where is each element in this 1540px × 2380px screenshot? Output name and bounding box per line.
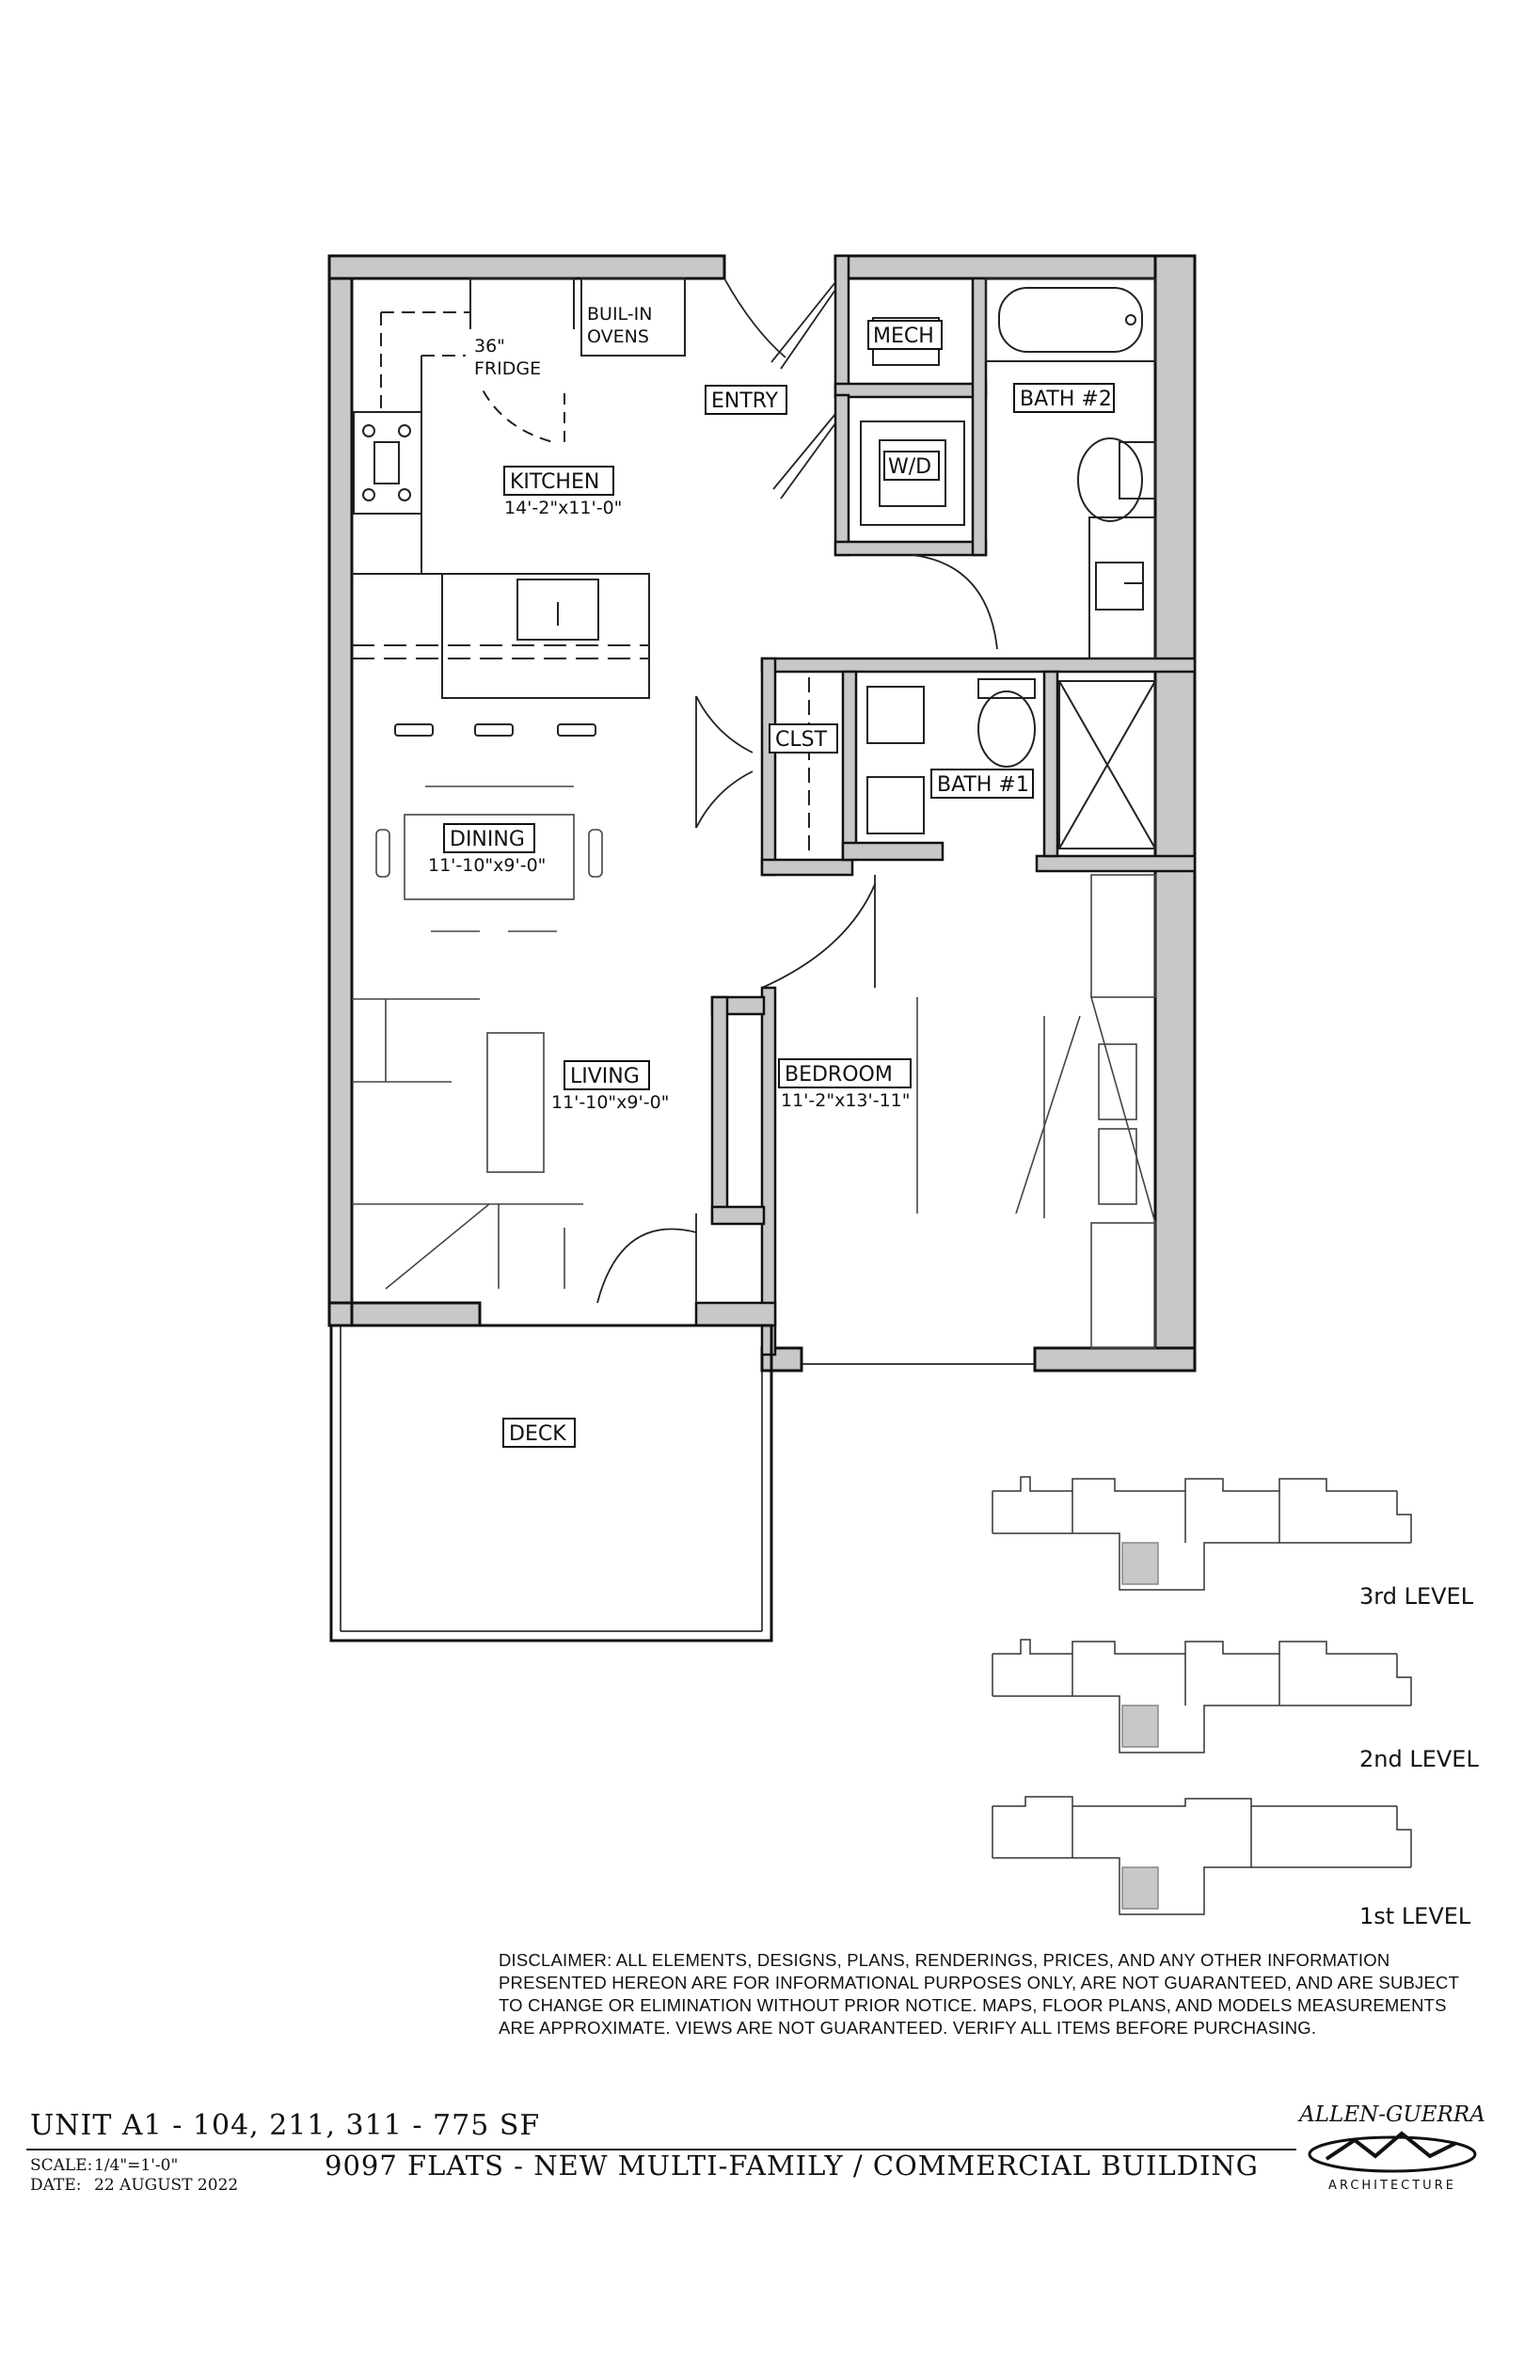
living-dims: 11'-10"x9'-0" — [551, 1092, 669, 1113]
key-plan-3rd-label: 3rd LEVEL — [1359, 1583, 1474, 1610]
doors — [596, 278, 1035, 1365]
wd-label: W/D — [888, 455, 931, 479]
logo-wordmark: ALLEN-GUERRA — [1299, 2102, 1485, 2127]
kitchen-label: KITCHEN — [510, 470, 599, 494]
dining-dims: 11'-10"x9'-0" — [428, 855, 546, 876]
bedroom-label: BEDROOM — [785, 1063, 893, 1087]
entry-label: ENTRY — [711, 389, 779, 413]
bath2-label: BATH #2 — [1020, 388, 1112, 411]
exterior-walls — [327, 254, 1197, 1372]
interior-walls — [694, 254, 1197, 1357]
title-block-divider — [26, 2149, 1296, 2150]
ovens-label-line1: BUIL-IN — [587, 304, 652, 325]
ovens-label-line2: OVENS — [587, 326, 649, 347]
logo-mountain-icon — [1308, 2131, 1477, 2173]
key-plan-1st — [992, 1796, 1412, 1915]
scale-date-block: SCALE:1/4"=1'-0" DATE: 22 AUGUST 2022 — [30, 2156, 238, 2196]
key-plan-3rd — [992, 1476, 1412, 1591]
deck-label: DECK — [509, 1422, 566, 1446]
living-label: LIVING — [570, 1065, 640, 1088]
bath1-fixtures — [866, 678, 1156, 849]
unit-title: UNIT A1 - 104, 211, 311 - 775 SF — [30, 2109, 541, 2142]
scale-value: 1/4"=1'-0" — [94, 2156, 179, 2175]
fridge-label-line1: 36" — [474, 336, 505, 357]
date-value: 22 AUGUST 2022 — [94, 2176, 239, 2195]
bath1-label: BATH #1 — [937, 773, 1029, 797]
deck-outline — [329, 1324, 773, 1642]
furniture — [352, 785, 1156, 1349]
logo-subtitle: ARCHITECTURE — [1328, 2179, 1456, 2193]
mech-label: MECH — [873, 325, 934, 348]
dining-label: DINING — [450, 828, 525, 851]
kitchen-dims: 14'-2"x11'-0" — [504, 498, 622, 518]
disclaimer-text: Disclaimer: All elements, designs, plans… — [499, 1950, 1459, 2038]
bath2-fixtures — [985, 278, 1156, 659]
bedroom-dims: 11'-2"x13'-11" — [781, 1090, 911, 1111]
project-title: 9097 FLATS - NEW MULTI-FAMILY / COMMERCI… — [325, 2150, 1259, 2182]
key-plan-2nd-label: 2nd LEVEL — [1359, 1746, 1479, 1772]
date-label: DATE: — [30, 2176, 82, 2195]
room-labels: 36" FRIDGE BUIL-IN OVENS ENTRY MECH W/D … — [428, 304, 1115, 1448]
kitchen-fixtures — [352, 278, 686, 737]
clst-label: CLST — [775, 728, 828, 752]
fridge-label-line2: FRIDGE — [474, 358, 541, 379]
key-plan-1st-label: 1st LEVEL — [1359, 1903, 1471, 1929]
key-plan-2nd — [992, 1639, 1412, 1753]
scale-label: SCALE: — [30, 2156, 93, 2175]
